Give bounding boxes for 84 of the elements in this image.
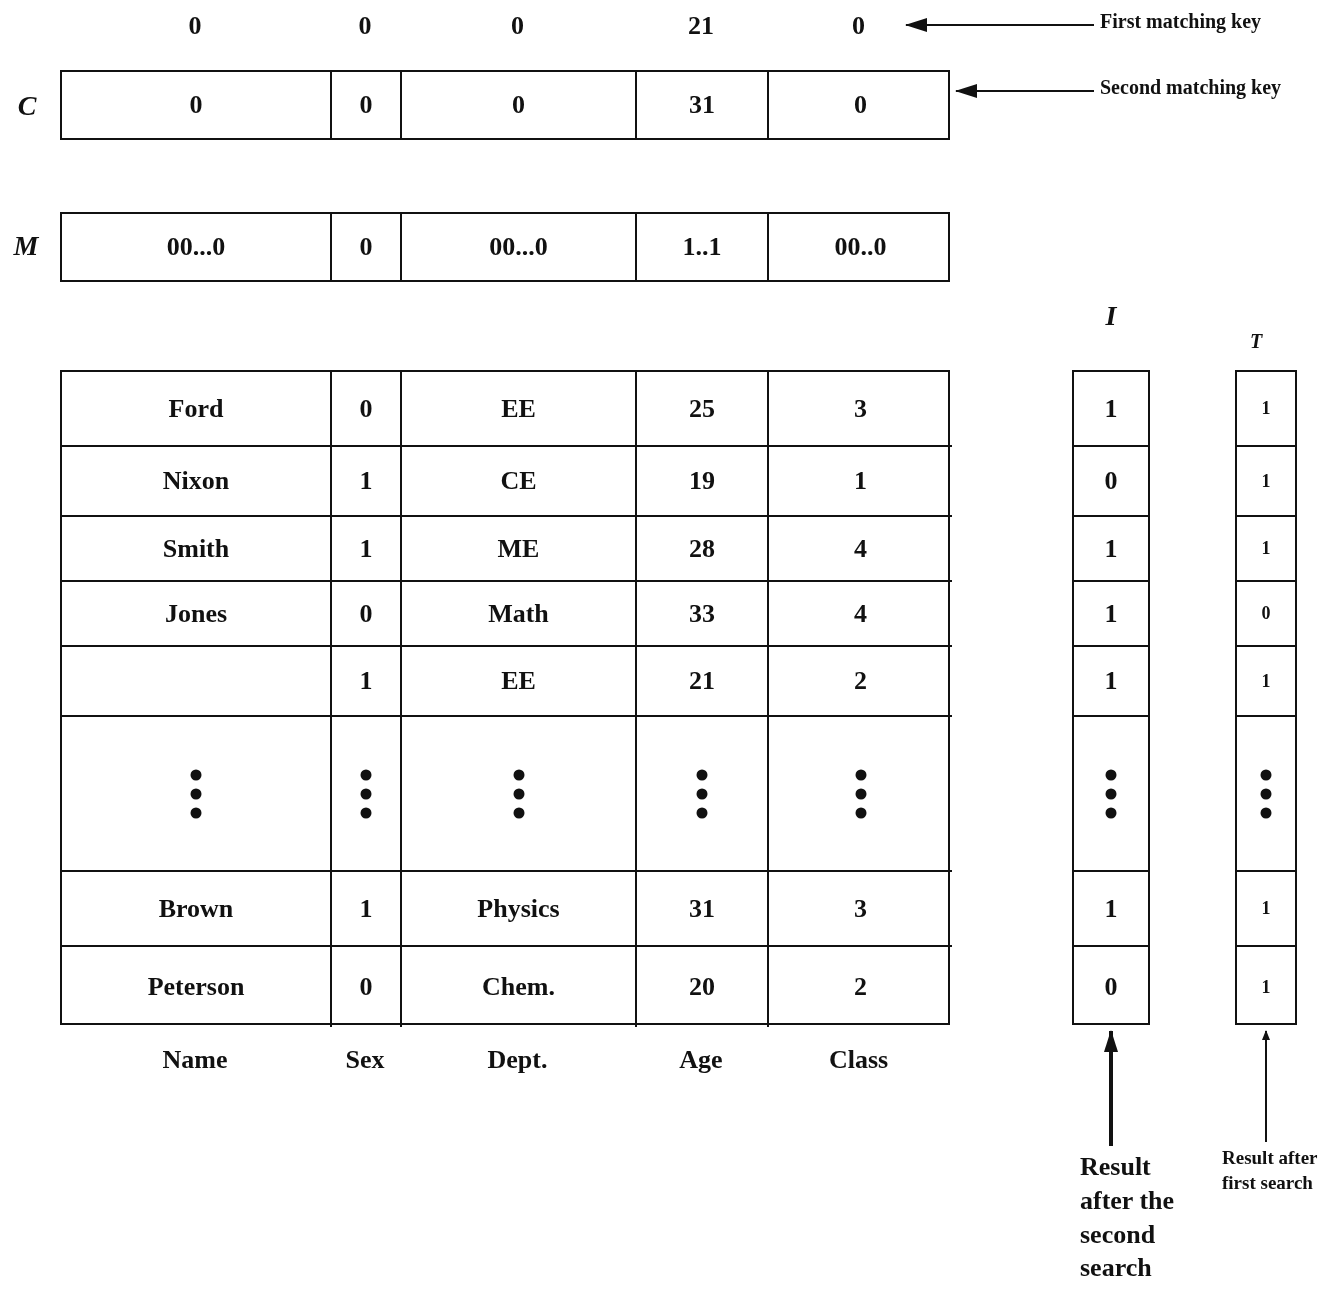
table-cell: 1 [769,447,952,517]
table-cell: 20 [637,947,769,1027]
column-header: Age [678,1044,724,1076]
table-cell: Smith [62,517,332,582]
table-cell: 1 [332,872,402,947]
table-cell: 4 [769,517,952,582]
register-box [60,212,950,282]
table-cell: 3 [769,372,952,447]
table-cell: Physics [402,872,637,947]
bit-value: 1 [1237,872,1295,947]
key-value: 0 [187,10,203,42]
result-note: Result after first search [1222,1146,1320,1216]
arrow [955,84,1095,98]
register-value: 0 [62,72,332,138]
table-cell: EE [402,647,637,717]
table-cell: 1 [332,447,402,517]
table-cell: Chem. [402,947,637,1027]
column-header: Name [161,1044,229,1076]
register-name: C [16,90,38,123]
register-value: 31 [637,72,769,138]
register-value: 0 [853,89,868,121]
column-header: Dept. [486,1044,549,1076]
table-cell: ME [402,517,637,582]
arrow [1104,1030,1118,1146]
column-header: Class [827,1044,890,1076]
bit-value: 0 [1237,582,1295,647]
register-value: 0 [332,214,402,280]
bit-value: 1 [1260,975,1272,999]
table-cell: EE [402,372,637,447]
arrow [1262,1030,1270,1143]
table-cell: 31 [637,872,769,947]
table-cell: 21 [637,647,769,717]
result-note: Result after the second search [1080,1150,1210,1282]
key-note: First matching key [1100,8,1315,42]
register-value: 0 [332,72,402,138]
bit-value: 1 [1237,647,1295,717]
key-note: Second matching key [1100,74,1320,108]
bit-value: 0 [1074,447,1148,517]
table-cell-text: 2 [853,971,868,1003]
table-cell: 1 [332,517,402,582]
column-header: Sex [344,1044,386,1076]
register-value: 0 [402,72,637,138]
table-cell: 1 [332,647,402,717]
table-cell: 2 [769,647,952,717]
table-cell: Brown [62,872,332,947]
register-name: T [1248,330,1264,354]
key-value: 21 [687,10,715,42]
key-value: 0 [851,10,866,42]
bit-value: 0 [1103,971,1119,1003]
bit-column [1235,370,1297,1025]
table-cell: Ford [62,372,332,447]
key-value: 0 [357,10,373,42]
register-name: M [12,230,40,263]
register-value: 00..0 [833,231,888,263]
table-cell: Math [402,582,637,647]
table-cell: 25 [637,372,769,447]
register-value: 00...0 [402,214,637,280]
bit-column [1072,370,1150,1025]
table-cell: CE [402,447,637,517]
register-value: 00...0 [62,214,332,280]
arrow [905,18,1095,32]
table-cell: 0 [332,372,402,447]
register-value: 1..1 [637,214,769,280]
bit-value: 1 [1237,447,1295,517]
bit-value: 1 [1074,647,1148,717]
table-cell: 28 [637,517,769,582]
table-cell: 19 [637,447,769,517]
table-cell: 33 [637,582,769,647]
bit-value: 1 [1074,582,1148,647]
register-name: I [1104,300,1118,333]
bit-value: 1 [1074,372,1148,447]
bit-value: 1 [1237,517,1295,582]
table-cell: Jones [62,582,332,647]
table-cell: 0 [332,947,402,1027]
table-cell: 0 [332,582,402,647]
table-cell: 4 [769,582,952,647]
bit-value: 1 [1074,517,1148,582]
table-cell: Peterson [62,947,332,1027]
bit-value: 1 [1237,372,1295,447]
register-box [60,70,950,140]
table-cell: 3 [769,872,952,947]
table-cell: Nixon [62,447,332,517]
bit-value: 1 [1074,872,1148,947]
key-value: 0 [510,10,525,42]
